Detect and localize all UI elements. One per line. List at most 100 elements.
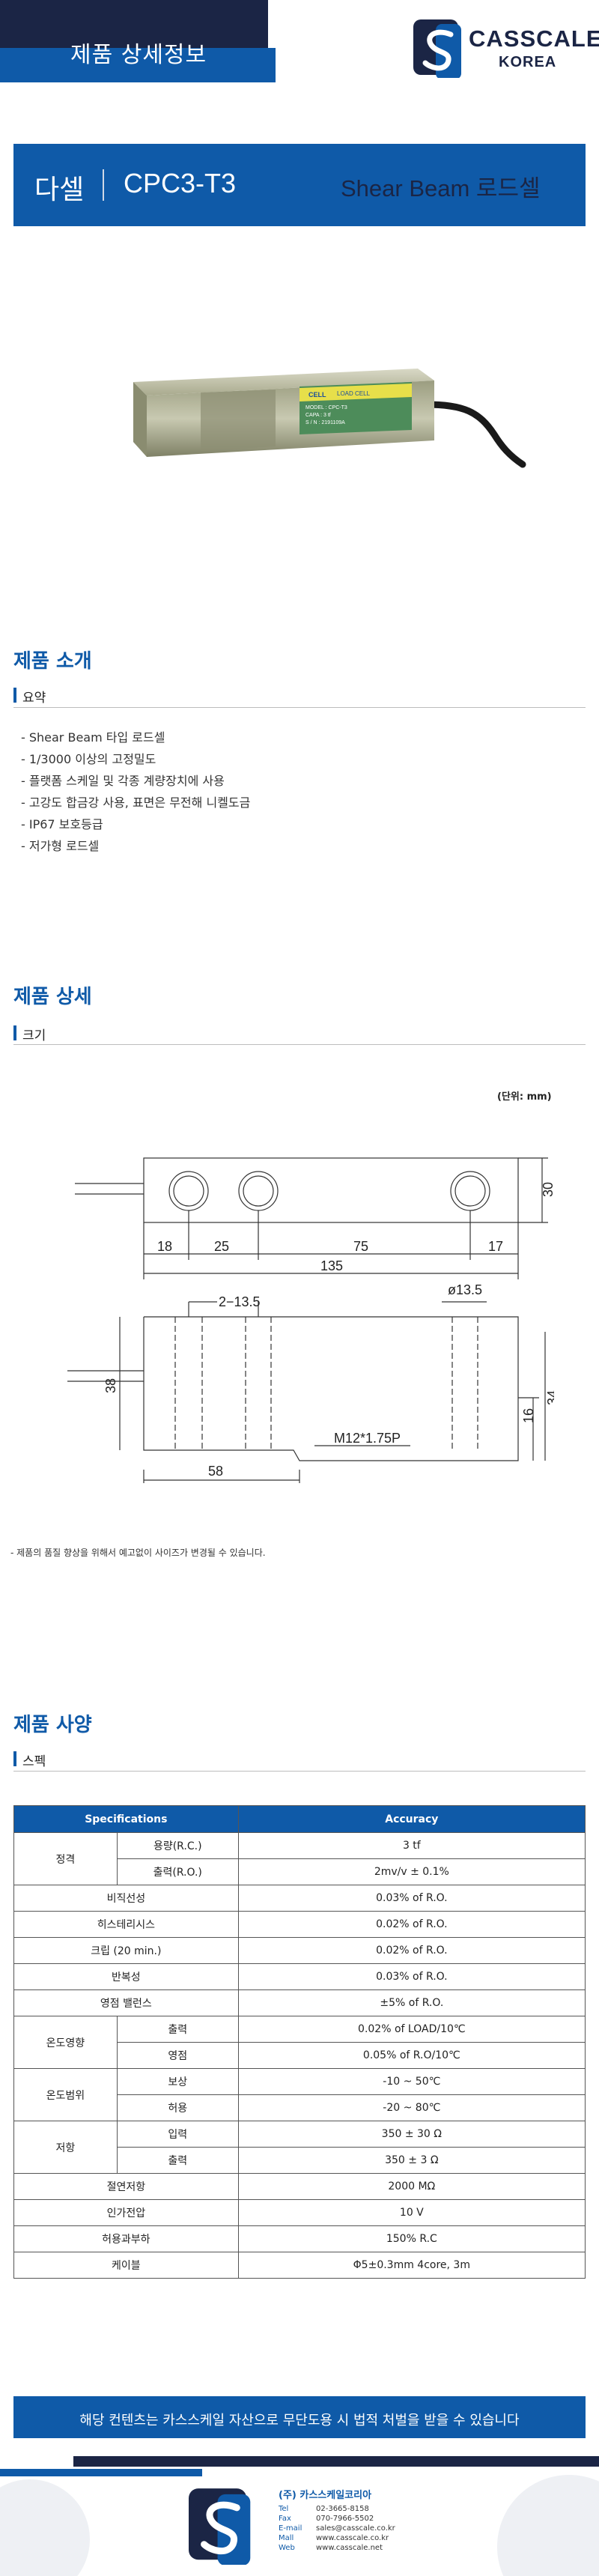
row-label: 입력 bbox=[116, 2121, 239, 2148]
row-label: 히스테리시스 bbox=[13, 1911, 239, 1938]
row-value: 3 tf bbox=[237, 1832, 586, 1859]
label-capacity: CAPA : 3 tf bbox=[305, 413, 331, 418]
row-label: 비직선성 bbox=[13, 1885, 239, 1912]
list-item: - 고강도 합금강 사용, 표면은 무전해 니켈도금 bbox=[21, 795, 251, 810]
row-value: ±5% of R.O. bbox=[237, 1989, 586, 2016]
row-value: 2mv/v ± 0.1% bbox=[237, 1858, 586, 1885]
contact-key: E-mail bbox=[279, 2524, 302, 2533]
table-header-row: Specifications Accuracy bbox=[13, 1805, 586, 1833]
size-note: - 제품의 품질 향상을 위해서 예고없이 사이즈가 변경될 수 있습니다. bbox=[10, 1548, 266, 1558]
list-item: - 플랫폼 스케일 및 각종 계량장치에 사용 bbox=[21, 774, 225, 788]
table-row: 히스테리시스 0.02% of R.O. bbox=[13, 1911, 586, 1938]
row-value: 10 V bbox=[237, 2199, 586, 2226]
product-title-band bbox=[13, 144, 586, 226]
table-row: 반복성 0.03% of R.O. bbox=[13, 1963, 586, 1990]
footer-company: (주) 카스스케일코리아 bbox=[279, 2490, 372, 2501]
row-value: -20 ~ 80℃ bbox=[237, 2094, 586, 2121]
table-row: 케이블 Φ5±0.3mm 4core, 3m bbox=[13, 2252, 586, 2279]
header-accent-bar bbox=[0, 48, 276, 82]
contact-value[interactable]: www.casscale.co.kr bbox=[316, 2534, 389, 2542]
cas-logo-icon bbox=[413, 19, 461, 78]
dim-holes: 2−13.5 bbox=[219, 1294, 261, 1309]
label-serial: S / N : 2191109A bbox=[305, 420, 345, 425]
detail-subtitle: 크기 bbox=[22, 1028, 46, 1043]
table-row: 인가전압 10 V bbox=[13, 2199, 586, 2226]
row-label: 허용과부하 bbox=[13, 2225, 239, 2252]
product-model: CPC3-T3 bbox=[124, 168, 237, 198]
intro-title: 제품 소개 bbox=[13, 650, 92, 673]
row-label: 보상 bbox=[116, 2068, 239, 2095]
contact-key: Tel bbox=[279, 2505, 289, 2513]
contact-value[interactable]: www.casscale.net bbox=[316, 2544, 383, 2552]
dim-thread: M12*1.75P bbox=[334, 1431, 401, 1446]
dim-75: 75 bbox=[353, 1239, 368, 1254]
logo-subtitle: KOREA bbox=[499, 54, 557, 70]
contact-key: Mall bbox=[279, 2534, 294, 2542]
row-label: 절연저항 bbox=[13, 2173, 239, 2200]
product-type: Shear Beam 로드셀 bbox=[341, 175, 541, 201]
dim-18: 18 bbox=[157, 1239, 172, 1254]
label-sub: LOAD CELL bbox=[337, 390, 371, 397]
product-name: 다셀 bbox=[34, 175, 85, 205]
row-label: 케이블 bbox=[13, 2252, 239, 2279]
intro-list: - Shear Beam 타입 로드셀 - 1/3000 이상의 고정밀도 - … bbox=[21, 727, 250, 857]
row-label: 출력 bbox=[116, 2147, 239, 2174]
intro-subtitle: 요약 bbox=[22, 691, 46, 706]
spec-title: 제품 사양 bbox=[13, 1714, 92, 1736]
dim-30: 30 bbox=[541, 1182, 554, 1197]
footer-contacts: Tel 02-3665-8158 Fax 070-7966-5502 E-mail s… bbox=[279, 2505, 428, 2554]
row-label: 출력 bbox=[116, 2016, 239, 2043]
row-label: 용량(R.C.) bbox=[116, 1832, 239, 1859]
table-row: 온도범위 보상 -10 ~ 50℃ bbox=[13, 2068, 586, 2121]
footer-line-navy bbox=[73, 2456, 599, 2467]
row-value: 2000 MΩ bbox=[237, 2173, 586, 2200]
logo-name: CASSCALE bbox=[469, 25, 599, 52]
dimension-drawing: 18 25 75 17 135 30 2−13.5 ø13.5 38 16 34… bbox=[67, 1157, 554, 1483]
header-section-label: 제품 상세정보 bbox=[70, 42, 207, 68]
dim-16: 16 bbox=[521, 1408, 536, 1423]
title-separator bbox=[103, 169, 104, 201]
list-item: - 저가형 로드셀 bbox=[21, 839, 100, 853]
table-row: 영점 밸런스 ±5% of R.O. bbox=[13, 1989, 586, 2016]
detail-rule bbox=[13, 1044, 586, 1045]
contact-value: 070-7966-5502 bbox=[316, 2515, 374, 2523]
copyright-band bbox=[13, 2396, 586, 2438]
product-image: CELL LOAD CELL MODEL : CPC-T3 CAPA : 3 t… bbox=[133, 369, 526, 468]
spec-rule bbox=[13, 1771, 586, 1772]
unit-label: (단위: mm) bbox=[497, 1091, 552, 1103]
row-value: 350 ± 30 Ω bbox=[237, 2121, 586, 2148]
contact-key: Fax bbox=[279, 2515, 291, 2523]
spec-subtitle: 스펙 bbox=[22, 1754, 46, 1769]
row-label: 인가전압 bbox=[13, 2199, 239, 2226]
copyright-notice: 해당 컨텐츠는 카스스케일 자산으로 무단도용 시 법적 처벌을 받을 수 있습… bbox=[79, 2413, 520, 2428]
table-row: 허용과부하 150% R.C bbox=[13, 2225, 586, 2252]
table-row: 절연저항 2000 MΩ bbox=[13, 2173, 586, 2200]
label-model: MODEL : CPC-T3 bbox=[305, 405, 347, 410]
list-item: - IP67 보호등급 bbox=[21, 817, 103, 831]
dim-38: 38 bbox=[103, 1378, 118, 1393]
row-label: 영점 bbox=[116, 2042, 239, 2069]
list-item: - Shear Beam 타입 로드셀 bbox=[21, 730, 165, 745]
row-value: 0.05% of R.O/10℃ bbox=[237, 2042, 586, 2069]
row-value: 150% R.C bbox=[237, 2225, 586, 2252]
group-label: 온도영향 bbox=[13, 2016, 118, 2069]
detail-title: 제품 상세 bbox=[13, 986, 92, 1008]
list-item: - 1/3000 이상의 고정밀도 bbox=[21, 752, 156, 766]
group-label: 온도범위 bbox=[13, 2068, 118, 2121]
dim-58: 58 bbox=[208, 1464, 223, 1479]
footer-logo-icon bbox=[189, 2488, 251, 2565]
dim-135: 135 bbox=[320, 1258, 343, 1273]
spec-table: Specifications Accuracy 정격 용량(R.C.) 3 tf… bbox=[13, 1805, 586, 2279]
spec-subtitle-bar bbox=[13, 1751, 16, 1766]
row-value: 350 ± 3 Ω bbox=[237, 2147, 586, 2174]
header-specifications: Specifications bbox=[13, 1805, 239, 1833]
dim-phi: ø13.5 bbox=[448, 1282, 482, 1297]
intro-rule bbox=[13, 707, 586, 708]
row-value: 0.03% of R.O. bbox=[237, 1885, 586, 1912]
header-accuracy: Accuracy bbox=[237, 1805, 586, 1833]
contact-value: 02-3665-8158 bbox=[316, 2505, 369, 2513]
contact-value[interactable]: sales@casscale.co.kr bbox=[316, 2524, 395, 2533]
row-value: -10 ~ 50℃ bbox=[237, 2068, 586, 2095]
row-value: 0.02% of R.O. bbox=[237, 1911, 586, 1938]
footer-line-blue bbox=[0, 2469, 202, 2476]
